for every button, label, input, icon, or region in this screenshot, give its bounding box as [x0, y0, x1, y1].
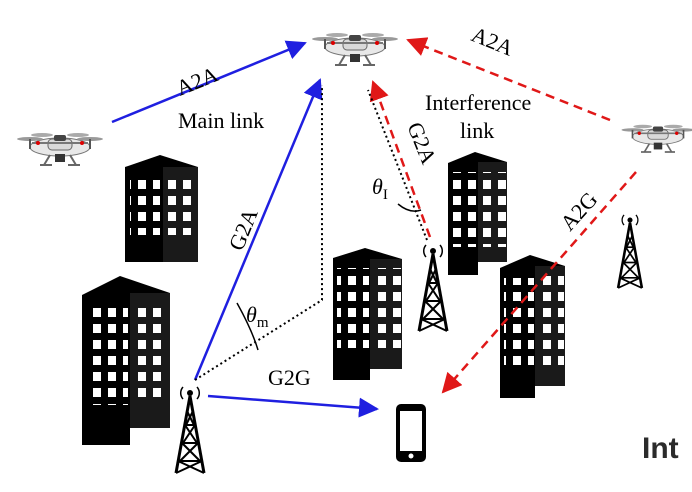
theta-i-reference-line	[367, 89, 428, 241]
building-icon	[500, 255, 565, 398]
theta-i-arc	[397, 203, 422, 212]
g2a-main-link	[193, 78, 323, 381]
building-icon	[448, 152, 507, 275]
drone-icon	[620, 123, 692, 153]
a2a-right-label: A2A	[468, 21, 517, 60]
smartphone-icon	[396, 404, 426, 462]
g2a-interference-link	[369, 80, 432, 238]
theta-i-label: θI	[372, 174, 388, 203]
a2g-label: A2G	[555, 187, 602, 236]
cell-tower-icon	[174, 385, 206, 475]
theta-m-arc	[236, 302, 259, 351]
a2a-main-link	[111, 40, 307, 124]
g2g-label: G2G	[268, 365, 311, 390]
a2a-left-label: A2A	[173, 61, 222, 100]
g2g-main-link	[207, 394, 379, 418]
theta-m-reference-line	[194, 85, 323, 381]
cell-tower-icon	[616, 213, 644, 290]
building-icon	[82, 276, 170, 445]
interference-label-line1: Interference	[425, 90, 531, 115]
interference-label-line2: link	[460, 118, 494, 143]
cell-tower-icon	[417, 243, 449, 333]
theta-m-label: θm	[246, 302, 269, 331]
building-icon	[125, 155, 198, 262]
drone-icon	[311, 32, 399, 66]
a2g-interference-link	[441, 171, 637, 394]
building-icon	[333, 248, 402, 380]
a2a-interference-link	[406, 37, 611, 122]
cropped-caption-text: Int	[642, 432, 679, 465]
main-link-label: Main link	[178, 108, 264, 133]
drone-icon	[16, 132, 104, 166]
g2a-interference-label: G2A	[402, 119, 441, 168]
